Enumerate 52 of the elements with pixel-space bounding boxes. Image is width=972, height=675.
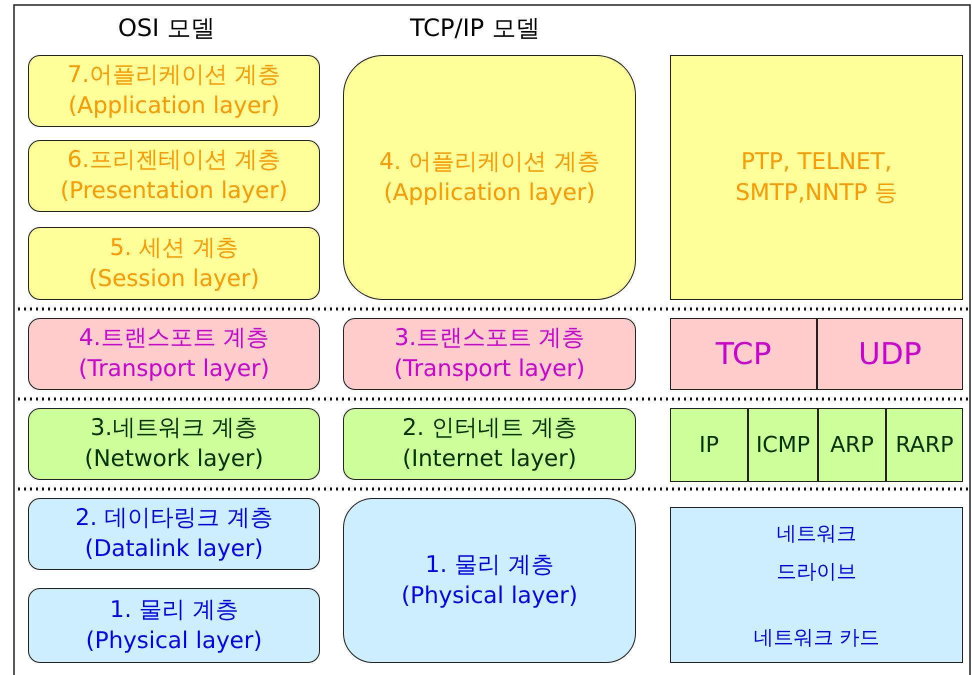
protocol-box <box>818 408 886 482</box>
layer-name: 2. 인터네트 계층 <box>402 414 577 443</box>
layer-name: IP <box>699 432 719 460</box>
layer-name: 1. 물리 계층 <box>425 550 554 580</box>
protocol-box <box>670 55 963 300</box>
layer-box <box>28 408 320 480</box>
protocol-box <box>886 408 963 482</box>
layer-name: 네트워크 드라이브 <box>776 520 858 585</box>
protocol-box <box>817 318 963 390</box>
layer-subtitle: (Physical layer) <box>86 626 262 656</box>
layer-box <box>343 318 636 390</box>
layer-box <box>28 318 320 390</box>
layer-name: RARP <box>896 432 954 460</box>
layer-subtitle: (Transport layer) <box>78 355 270 384</box>
layer-name: 5. 세션 계층 <box>110 234 238 262</box>
layer-subtitle: (Application layer) <box>384 178 596 208</box>
protocol-box <box>670 318 817 390</box>
layer-subtitle: (Internet layer) <box>402 445 577 474</box>
layer-name: 3.트랜스포트 계층 <box>394 324 585 353</box>
layer-subtitle: (Application layer) <box>68 92 280 121</box>
protocol-box <box>670 507 963 663</box>
layer-subtitle: (Presentation layer) <box>60 177 288 206</box>
layer-subtitle: (Network layer) <box>84 445 264 474</box>
layer-name: TCP <box>716 338 772 370</box>
layer-name: 7.어플리케이션 계층 <box>67 61 281 90</box>
layer-box <box>343 55 636 300</box>
layer-name: 6.프리젠테이션 계층 <box>67 146 281 175</box>
layer-subtitle: (Physical layer) <box>401 582 578 610</box>
layer-name: 4.트랜스포트 계층 <box>78 324 270 353</box>
column-title: TCP/IP 모델 <box>410 13 540 44</box>
layer-name: 3.네트워크 계층 <box>90 414 258 443</box>
layer-subtitle: (Datalink layer) <box>84 535 264 564</box>
layer-name: ARP <box>830 432 874 460</box>
layer-box <box>28 227 320 300</box>
layer-box <box>28 588 320 663</box>
layer-box <box>343 408 636 480</box>
layer-subtitle: (Transport layer) <box>394 355 585 384</box>
column-title: OSI 모델 <box>118 13 215 44</box>
layer-name: 4. 어플리케이션 계층 <box>379 148 600 176</box>
layer-subtitle: (Session layer) <box>88 264 260 294</box>
layer-box <box>28 140 320 212</box>
layer-subtitle: 네트워크 카드 <box>753 624 880 651</box>
layer-box <box>28 55 320 127</box>
layer-box <box>343 498 636 663</box>
layer-name: PTP, TELNET, SMTP,NNTP 등 <box>734 148 899 208</box>
layer-name: 1. 물리 계층 <box>110 596 238 624</box>
layer-name: ICMP <box>756 432 810 460</box>
layer-name: 2. 데이타링크 계층 <box>75 504 273 533</box>
protocol-box <box>670 408 748 482</box>
protocol-box <box>748 408 818 482</box>
layer-name: UDP <box>858 338 922 370</box>
layer-box <box>28 498 320 570</box>
